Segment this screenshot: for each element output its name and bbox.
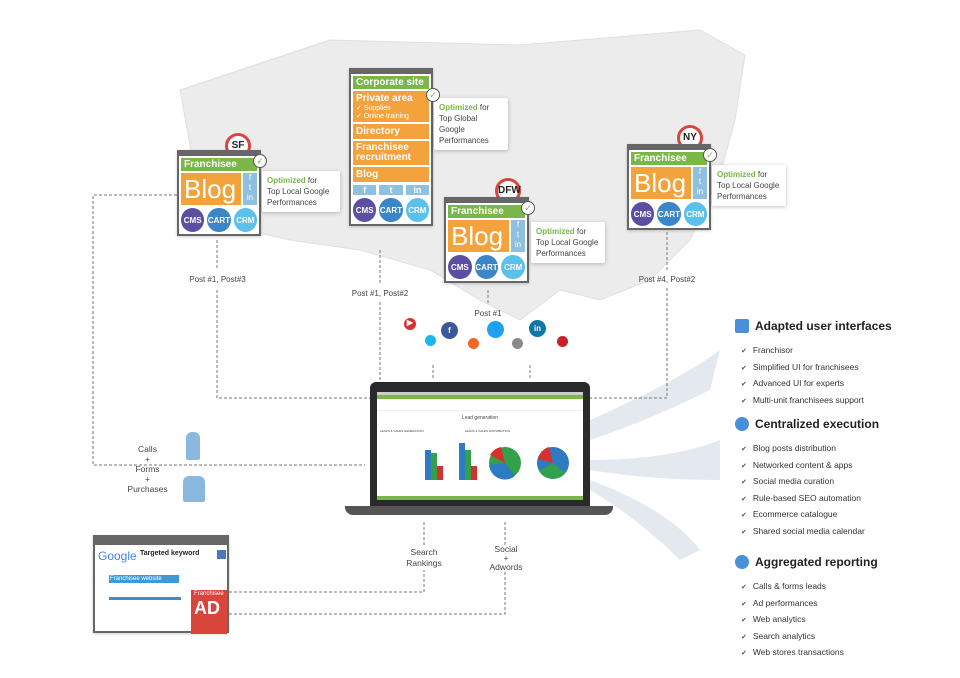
corporate-title: Corporate site xyxy=(353,76,429,89)
search-icon[interactable] xyxy=(217,550,226,559)
franchisee-header: Franchisee xyxy=(181,158,257,171)
social-adwords-label: Social+Adwords xyxy=(489,544,523,572)
blog-label: Blog xyxy=(181,173,241,205)
crm-badge: CRM xyxy=(501,255,526,279)
corporate-blog: Blog xyxy=(353,167,429,182)
dashboard-title: Lead generation xyxy=(461,415,499,421)
person-computer-icon xyxy=(183,476,205,502)
check-icon: ✓ xyxy=(426,88,440,102)
franchisee-header: Franchisee xyxy=(448,205,525,218)
franchisee-recruitment: Franchisee recruitment xyxy=(353,141,429,165)
google-logo: Google xyxy=(98,549,137,563)
facebook-icon: f xyxy=(353,185,377,195)
youtube-icon: ▶ xyxy=(404,318,416,330)
laptop: Lead generation LEADS & SALES GENERATION… xyxy=(370,382,590,507)
franchisee-header: Franchisee xyxy=(631,152,707,165)
cart-badge: CART xyxy=(657,202,681,226)
corporate-site-card[interactable]: Corporate site Private area✓ Supplies✓ O… xyxy=(349,68,433,226)
facebook-icon: f xyxy=(441,322,458,339)
chart-label: LEADS & SALES DISTRIBUTION xyxy=(464,429,510,433)
linkedin-icon: in xyxy=(529,320,546,337)
soundcloud-icon xyxy=(468,338,479,349)
cms-badge: CMS xyxy=(353,198,377,222)
pie-chart-icon xyxy=(735,555,749,569)
private-area: Private area xyxy=(356,93,413,104)
franchisee-website-result[interactable]: Franchisee website xyxy=(109,575,179,583)
inputs-label: Calls+Forms+Purchases xyxy=(127,444,168,494)
cart-badge: CART xyxy=(207,208,231,232)
aggregated-reporting-list: Calls & forms leadsAd performancesWeb an… xyxy=(741,579,844,662)
search-keyword: Targeted keyword xyxy=(140,550,200,557)
sf-posts-label: Post #1, Post#3 xyxy=(189,275,246,284)
check-icon: ✓ xyxy=(521,201,535,215)
window-icon xyxy=(735,319,749,333)
ny-posts-label: Post #4, Post#2 xyxy=(638,275,696,284)
centralized-execution-list: Blog posts distributionNetworked content… xyxy=(741,441,865,540)
centralized-execution-heading: Centralized execution xyxy=(735,417,879,431)
pinterest-icon xyxy=(557,336,568,347)
dfw-posts-label: Post #1 xyxy=(474,309,502,318)
laptop-base xyxy=(345,506,613,515)
person-phone-icon xyxy=(186,432,200,460)
corp-posts-label: Post #1, Post#2 xyxy=(351,289,409,298)
cms-badge: CMS xyxy=(631,202,655,226)
dashboard-screen[interactable]: Lead generation LEADS & SALES GENERATION… xyxy=(377,392,583,500)
gears-icon xyxy=(735,417,749,431)
check-icon: ✓ xyxy=(703,148,717,162)
cart-badge: CART xyxy=(474,255,499,279)
crm-badge: CRM xyxy=(405,198,429,222)
adapted-ui-list: FranchisorSimplified UI for franchiseesA… xyxy=(741,343,864,409)
google-search-window: Google Targeted keyword Franchisee websi… xyxy=(93,535,229,634)
adapted-ui-heading: Adapted user interfaces xyxy=(735,319,892,333)
twitter-icon: t xyxy=(379,185,403,195)
blog-label: Blog xyxy=(631,167,691,199)
instagram-icon xyxy=(512,338,523,349)
cms-badge: CMS xyxy=(181,208,205,232)
directory: Directory xyxy=(353,124,429,139)
dashboard-charts xyxy=(425,443,569,480)
cart-badge: CART xyxy=(379,198,403,222)
crm-badge: CRM xyxy=(683,202,707,226)
crm-badge: CRM xyxy=(233,208,257,232)
vimeo-icon xyxy=(425,335,436,346)
linkedin-icon: in xyxy=(405,185,429,195)
twitter-icon xyxy=(487,321,504,338)
chart-label: LEADS & SALES GENERATION xyxy=(380,429,424,433)
check-icon: ✓ xyxy=(253,154,267,168)
aggregated-reporting-heading: Aggregated reporting xyxy=(735,555,878,569)
blog-label: Blog xyxy=(448,220,509,252)
cms-badge: CMS xyxy=(448,255,472,279)
